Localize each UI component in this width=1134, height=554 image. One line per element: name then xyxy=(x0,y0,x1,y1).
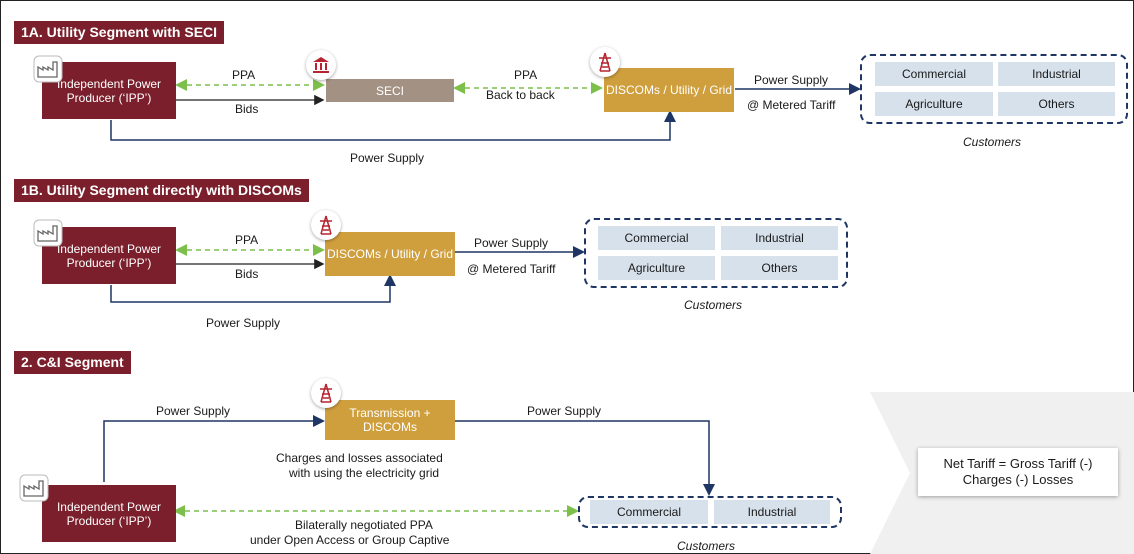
ipp-label: Independent Power Producer (‘IPP’) xyxy=(56,499,162,528)
customer-industrial: Industrial xyxy=(998,62,1115,86)
customer-commercial: Commercial xyxy=(598,226,715,250)
s1a-power-supply-line xyxy=(110,110,676,141)
ipp-box-2: Independent Power Producer (‘IPP’) xyxy=(42,485,176,542)
s1a-ppa-label: PPA xyxy=(232,68,256,82)
customer-commercial: Commercial xyxy=(590,500,708,524)
discoms-label: DISCOMs / Utility / Grid xyxy=(605,83,732,97)
net-tariff-box: Net Tariff = Gross Tariff (-) Charges (-… xyxy=(918,448,1118,496)
s1b-power-supply-line xyxy=(110,274,396,303)
customers-group-1a xyxy=(860,54,1128,124)
s1a-power-supply-bottom-label: Power Supply xyxy=(350,151,425,165)
bank-icon xyxy=(306,50,336,80)
s2-customers-label: Customers xyxy=(677,539,736,553)
transmission-tower-icon xyxy=(311,378,341,408)
factory-icon xyxy=(33,219,63,247)
factory-icon xyxy=(19,474,49,502)
s1a-power-supply-label: Power Supply xyxy=(754,73,829,87)
ipp-box-1b: Independent Power Producer (‘IPP’) xyxy=(42,227,176,284)
net-tariff-line1: Net Tariff = Gross Tariff (-) xyxy=(943,456,1093,471)
customer-commercial: Commercial xyxy=(875,62,993,86)
s1a-bids-label: Bids xyxy=(235,102,259,116)
customer-others: Others xyxy=(998,92,1115,116)
s1a-customers-label: Customers xyxy=(963,135,1022,149)
discoms-box-1b: DISCOMs / Utility / Grid xyxy=(325,232,455,276)
customers-group-2 xyxy=(578,496,842,528)
customer-agriculture: Agriculture xyxy=(875,92,993,116)
transmission-tower-icon xyxy=(590,47,620,77)
section-title-1b: 1B. Utility Segment directly with DISCOM… xyxy=(14,179,309,202)
s2-power-supply-right-line xyxy=(455,420,715,496)
discoms-label: DISCOMs / Utility / Grid xyxy=(326,247,453,261)
s1b-power-supply-label: Power Supply xyxy=(474,236,549,250)
s1a-ppa2-label: PPA xyxy=(514,68,538,82)
ipp-label: Independent Power Producer (‘IPP’) xyxy=(56,241,162,270)
s1b-bids-label: Bids xyxy=(235,267,259,281)
seci-label: SECI xyxy=(375,83,404,98)
discoms-box-1a: DISCOMs / Utility / Grid xyxy=(604,68,734,112)
s2-charges-line1: Charges and losses associated xyxy=(276,451,443,465)
s2-bilateral-line1: Bilaterally negotiated PPA xyxy=(295,518,433,532)
s2-power-supply-right-label: Power Supply xyxy=(527,404,602,418)
factory-icon xyxy=(33,55,63,83)
customer-agriculture: Agriculture xyxy=(598,256,715,280)
s1b-metered-tariff-label: @ Metered Tariff xyxy=(467,262,556,276)
section-title-1a: 1A. Utility Segment with SECI xyxy=(14,21,225,44)
customer-industrial: Industrial xyxy=(714,500,830,524)
net-tariff-line2: Charges (-) Losses xyxy=(962,472,1074,487)
s1a-metered-tariff-label: @ Metered Tariff xyxy=(747,98,836,112)
s1b-customers-label: Customers xyxy=(684,298,743,312)
s2-power-supply-left-line xyxy=(103,415,325,482)
customer-industrial: Industrial xyxy=(721,226,838,250)
seci-box: SECI xyxy=(326,79,454,102)
ipp-box-1a: Independent Power Producer (‘IPP’) xyxy=(42,62,176,119)
s1a-back-to-back-label: Back to back xyxy=(486,88,555,102)
transmission-tower-icon xyxy=(311,210,341,240)
ipp-label: Independent Power Producer (‘IPP’) xyxy=(56,76,162,105)
s2-bilateral-line2: under Open Access or Group Captive xyxy=(250,533,450,547)
transmission-box: Transmission + DISCOMs xyxy=(325,400,455,440)
section-title-2: 2. C&I Segment xyxy=(14,351,131,374)
customer-others: Others xyxy=(721,256,838,280)
transmission-label: Transmission + DISCOMs xyxy=(349,406,431,434)
s1b-ppa-label: PPA xyxy=(235,233,259,247)
s2-charges-line2: with using the electricity grid xyxy=(289,466,440,480)
customers-group-1b xyxy=(584,218,848,288)
s1b-power-supply-bottom-label: Power Supply xyxy=(206,316,281,330)
s2-power-supply-left-label: Power Supply xyxy=(156,404,231,418)
